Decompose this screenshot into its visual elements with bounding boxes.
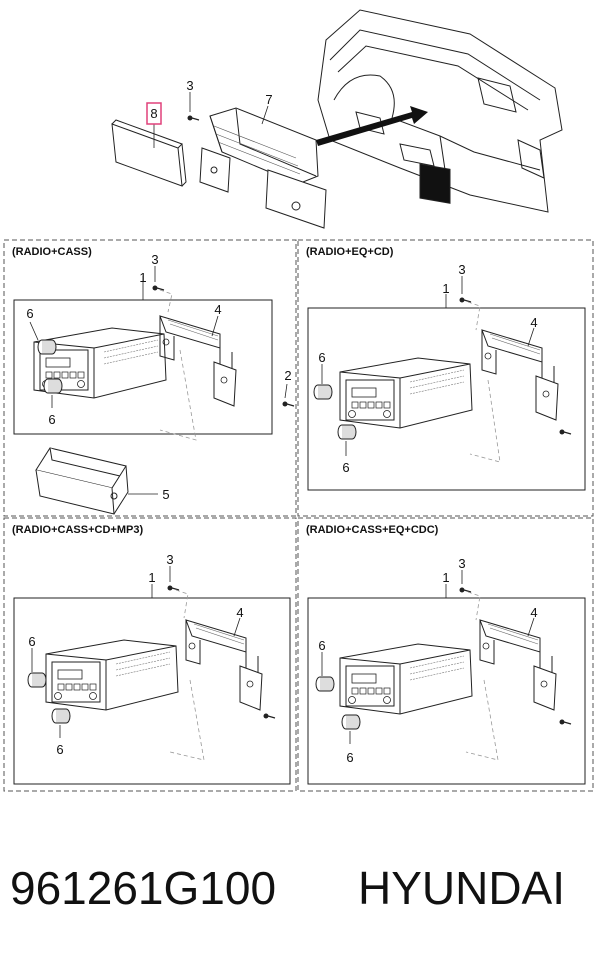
dashboard-illustration	[317, 9, 563, 213]
knob-left	[313, 384, 333, 400]
callout-6-b: 6	[342, 460, 349, 475]
callout-2: 2	[284, 368, 291, 383]
mounting-bracket	[481, 329, 559, 421]
callout-7: 7	[265, 92, 272, 107]
callout-6-b: 6	[346, 750, 353, 765]
callout-4: 4	[530, 605, 537, 620]
mounting-bracket	[479, 619, 557, 711]
cover-plate	[111, 119, 187, 187]
callout-6-a: 6	[28, 634, 35, 649]
callout-6-a: 6	[26, 306, 33, 321]
callout-1: 1	[148, 570, 155, 585]
panel-title: (RADIO+EQ+CD)	[306, 246, 394, 258]
callout-3-top: 3	[186, 78, 193, 93]
top-assembly: 8 3 7	[111, 9, 563, 229]
knob-left	[37, 339, 57, 355]
head-unit	[339, 643, 473, 715]
callout-1: 1	[139, 270, 146, 285]
mounting-bracket-top	[199, 107, 327, 229]
knob-left	[315, 676, 335, 692]
callout-6-b: 6	[48, 412, 55, 427]
panel-title: (RADIO+CASS)	[12, 246, 92, 258]
install-arrow	[316, 106, 428, 146]
pocket-tray	[35, 447, 129, 515]
knob-right	[51, 708, 71, 724]
callout-5: 5	[162, 487, 169, 502]
panel-radio-cass: (RADIO+CASS) 1 3 4 6 6 2 5	[3, 239, 297, 517]
callout-3: 3	[166, 552, 173, 567]
mounting-bracket	[185, 619, 263, 711]
head-unit	[45, 639, 179, 711]
panel-radio-eq-cd: (RADIO+EQ+CD) 1 3 4 6 6	[297, 239, 594, 517]
panel-title: (RADIO+CASS+EQ+CDC)	[306, 524, 439, 536]
panel-radio-cass-cd-mp3: (RADIO+CASS+CD+MP3) 1 3 4 6 6	[3, 517, 297, 792]
callout-6-a: 6	[318, 638, 325, 653]
callout-4: 4	[214, 302, 221, 317]
knob-right	[43, 378, 63, 394]
callout-3: 3	[458, 262, 465, 277]
callout-1: 1	[442, 570, 449, 585]
knob-right	[337, 424, 357, 440]
brand-name: HYUNDAI	[358, 862, 566, 914]
callout-highlight-box	[146, 102, 162, 125]
panel-title: (RADIO+CASS+CD+MP3)	[12, 524, 143, 536]
knob-right	[341, 714, 361, 730]
panel-radio-cass-eq-cdc: (RADIO+CASS+EQ+CDC) 1 3 4 6 6	[297, 517, 594, 792]
callout-1: 1	[442, 281, 449, 296]
part-number: 961261G100	[10, 862, 277, 914]
knob-left	[27, 672, 47, 688]
callout-4: 4	[236, 605, 243, 620]
head-unit	[339, 357, 473, 429]
callout-4: 4	[530, 315, 537, 330]
callout-6-a: 6	[318, 350, 325, 365]
callout-3: 3	[458, 556, 465, 571]
callout-8: 8	[150, 106, 157, 121]
callout-6-b: 6	[56, 742, 63, 757]
mounting-bracket	[159, 315, 237, 407]
callout-3: 3	[151, 252, 158, 267]
